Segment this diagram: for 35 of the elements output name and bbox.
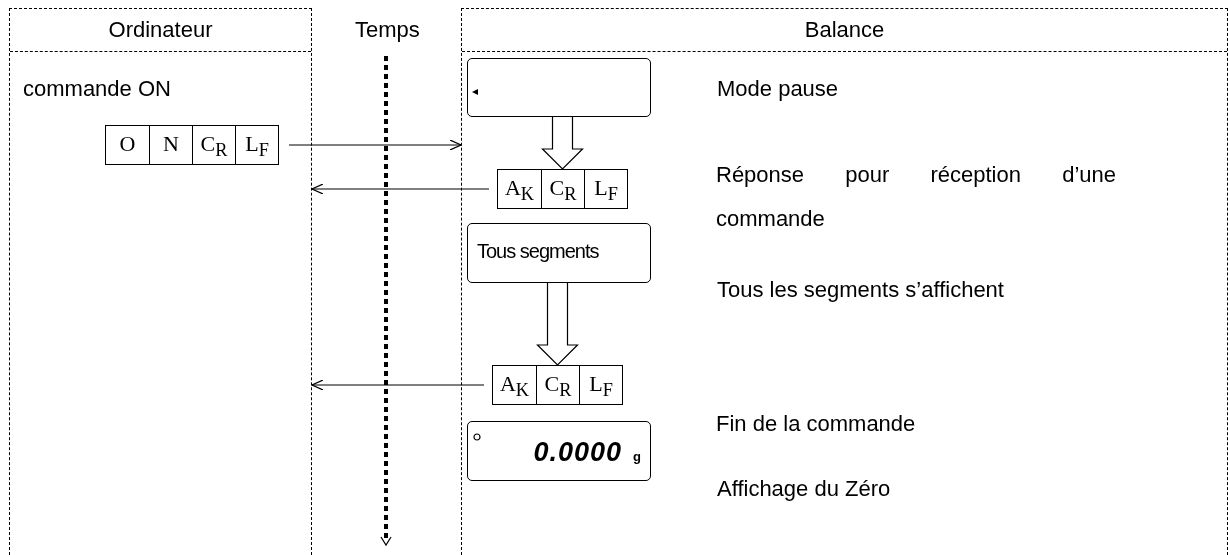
block-arrow [541, 116, 584, 170]
computer-lane [9, 8, 312, 555]
lane-header: Balance [462, 9, 1227, 52]
code-cell: N [149, 126, 192, 164]
display-text: Tous segments [477, 240, 599, 263]
code-cell: L$_{F}$ [584, 170, 627, 208]
response-code [492, 365, 623, 405]
code-cell: C$_{R}$ [536, 366, 579, 404]
description-text: Réponse pour réception d’une commande [716, 161, 1116, 233]
code-cell-text: A$_{K}$ [498, 370, 531, 403]
code-cell: C$_{R}$ [192, 126, 235, 164]
arrow [311, 379, 485, 391]
command-code [105, 125, 279, 165]
display-panel [467, 58, 651, 117]
unit-label: g [633, 450, 641, 464]
display-reading: 0.0000 [533, 436, 622, 468]
description-text: Fin de la commande [716, 410, 917, 438]
time-header: Temps [355, 16, 419, 44]
block-arrow [536, 282, 579, 366]
balance-lane [461, 8, 1228, 555]
code-cell-text: O [118, 130, 137, 158]
description-text: Tous les segments s’affichent [717, 276, 1005, 304]
arrow [311, 183, 490, 195]
code-cell: L$_{F}$ [235, 126, 278, 164]
code-cell: L$_{F}$ [579, 366, 622, 404]
arrow [288, 139, 462, 151]
description-text: Affichage du Zéro [717, 475, 892, 503]
response-code [497, 169, 628, 209]
lane-header: Ordinateur [10, 9, 311, 52]
code-cell-text: A$_{K}$ [503, 174, 536, 207]
description-text: Mode pause [717, 75, 840, 103]
display-panel [467, 223, 651, 283]
display-panel [467, 421, 651, 481]
description-text: commande ON [23, 75, 172, 103]
code-cell: C$_{R}$ [541, 170, 584, 208]
